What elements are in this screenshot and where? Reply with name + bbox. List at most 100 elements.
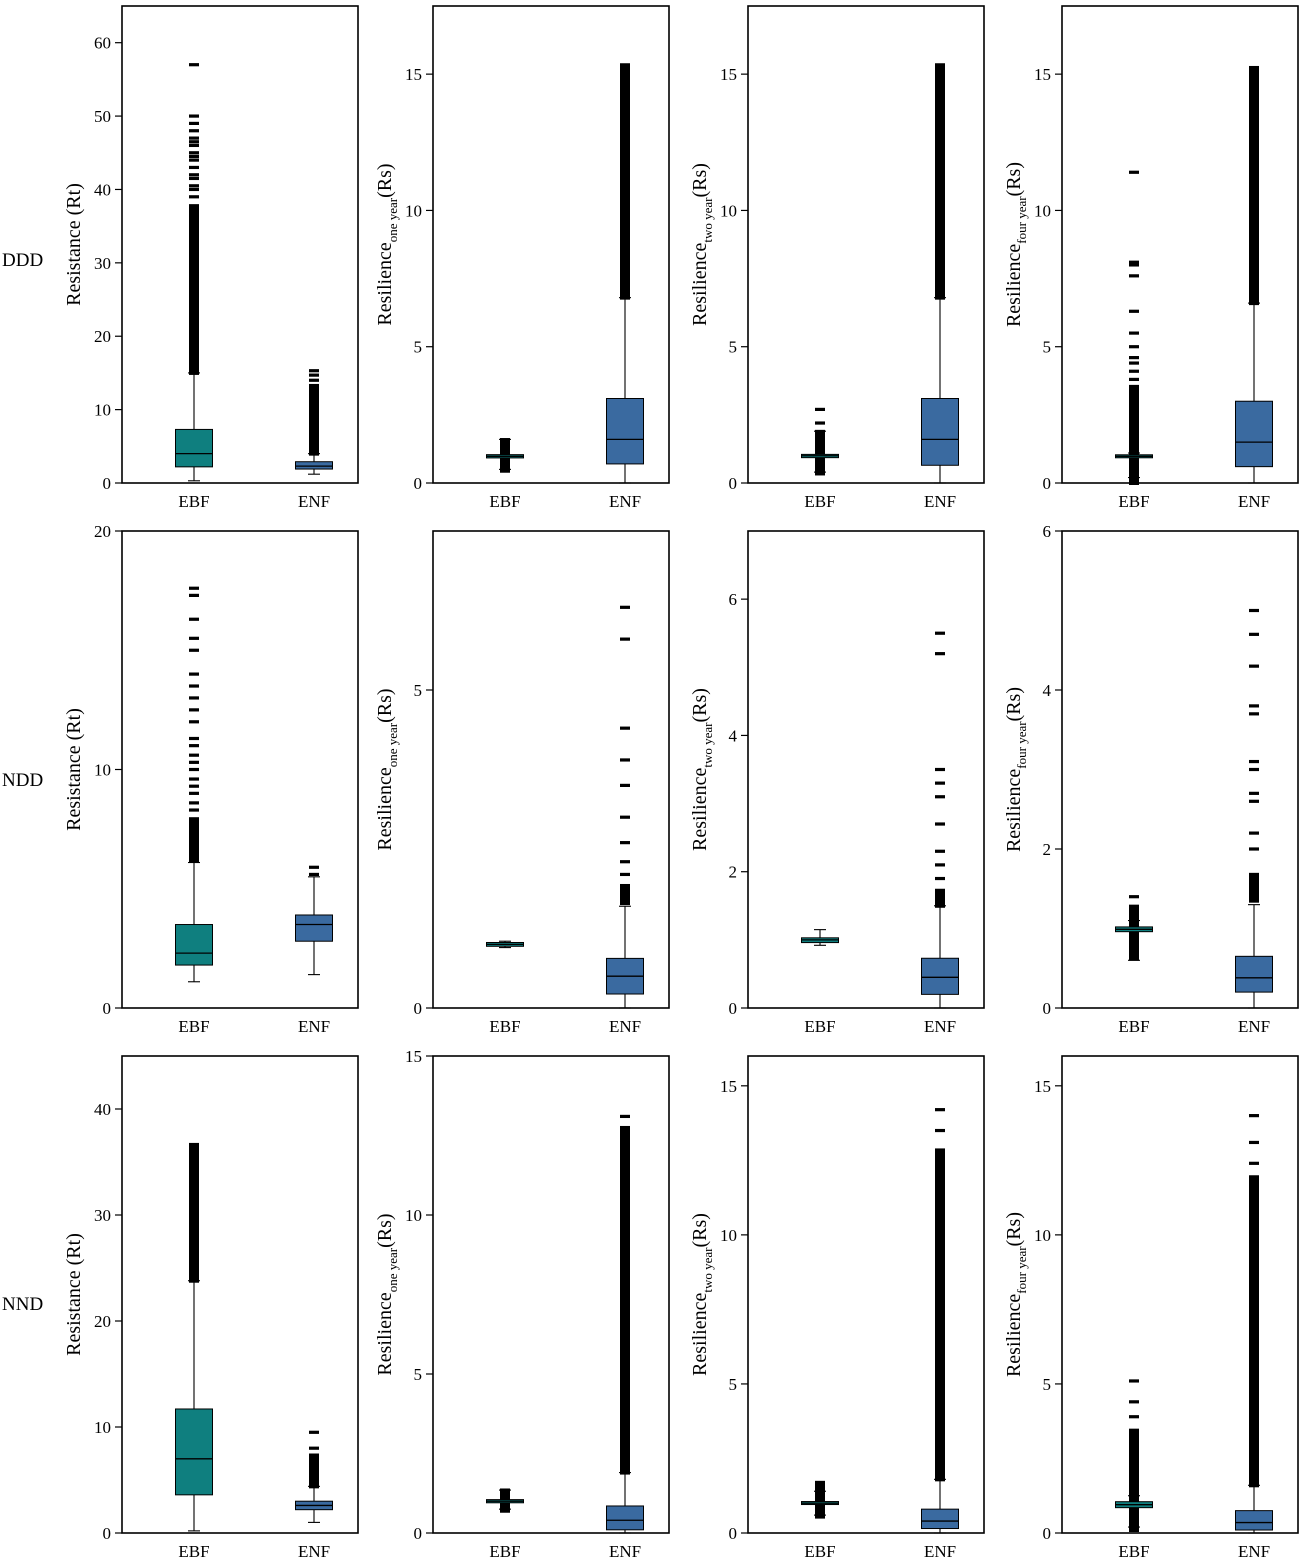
y-tick-label: 5 — [414, 681, 423, 700]
box-enf — [1235, 65, 1273, 484]
y-axis-label-unit: (Rs) — [374, 1213, 396, 1247]
outlier-band — [620, 1125, 630, 1475]
box-enf — [1235, 1114, 1273, 1534]
panel-frame — [432, 1055, 670, 1534]
y-tick-label: 6 — [1043, 522, 1052, 541]
y-tick-label: 10 — [720, 201, 737, 220]
row-label-ddd: DDD — [2, 250, 44, 271]
panel-frame — [1061, 1055, 1299, 1534]
x-category-label: EBF — [178, 1542, 209, 1558]
outlier-band — [620, 883, 630, 906]
box-iqr — [1235, 1510, 1273, 1531]
panel-frame — [747, 1055, 985, 1534]
y-axis-label: Resiliencetwo year(Rs) — [689, 1213, 715, 1376]
box-iqr — [1235, 400, 1273, 468]
box-iqr — [175, 428, 213, 468]
y-axis-label-main: Resilience — [1003, 1294, 1025, 1377]
box-ebf — [1115, 170, 1153, 485]
x-category-label: ENF — [924, 1017, 956, 1036]
box-iqr — [175, 1408, 213, 1496]
box-enf — [921, 1108, 959, 1534]
x-category-label: ENF — [609, 1017, 641, 1036]
y-axis-label: Resiliencefour year(Rs) — [1003, 162, 1029, 327]
outlier-band — [1129, 384, 1139, 485]
outlier-band — [309, 1453, 319, 1489]
box-enf — [921, 631, 959, 1009]
y-axis-label-main: Resilience — [374, 767, 396, 850]
y-axis-label-main: Resilience — [1003, 244, 1025, 327]
box-enf — [295, 369, 333, 475]
box-ebf — [486, 940, 524, 949]
y-tick-label: 0 — [414, 474, 423, 493]
y-tick-label: 0 — [414, 1524, 423, 1543]
y-axis-label-unit: (Rs) — [1003, 687, 1025, 721]
y-tick-label: 30 — [94, 254, 111, 273]
y-tick-label: 50 — [94, 107, 111, 126]
box-ebf — [175, 63, 213, 482]
x-category-label: EBF — [178, 1017, 209, 1036]
y-tick-label: 0 — [103, 474, 112, 493]
outlier-band — [189, 817, 199, 863]
y-axis-label-sub: two year — [700, 1247, 715, 1293]
y-axis-label-main: Resistance (Rt) — [63, 183, 85, 306]
y-axis-label: Resilienceone year(Rs) — [374, 688, 400, 850]
outlier-band — [309, 383, 319, 456]
y-axis-label-sub: one year — [385, 197, 400, 242]
box-iqr — [175, 924, 213, 966]
panel-frame — [1061, 530, 1299, 1009]
x-category-label: EBF — [489, 1017, 520, 1036]
box-enf — [606, 605, 644, 1009]
y-tick-label: 10 — [405, 201, 422, 220]
y-tick-label: 30 — [94, 1206, 111, 1225]
y-axis-label-sub: two year — [700, 197, 715, 243]
y-tick-label: 0 — [729, 474, 738, 493]
x-category-label: EBF — [804, 492, 835, 511]
y-tick-label: 40 — [94, 1100, 111, 1119]
box-ebf — [175, 1142, 213, 1532]
y-axis-label: Resiliencefour year(Rs) — [1003, 687, 1029, 852]
box-iqr — [295, 914, 333, 942]
y-tick-label: 60 — [94, 34, 111, 53]
x-category-label: ENF — [609, 492, 641, 511]
y-axis-label-sub: four year — [1014, 721, 1029, 769]
box-enf — [606, 63, 644, 484]
y-tick-label: 40 — [94, 180, 111, 199]
box-enf — [295, 1430, 333, 1523]
y-tick-label: 15 — [405, 1047, 422, 1066]
x-category-label: ENF — [298, 492, 330, 511]
y-tick-label: 10 — [1034, 1226, 1051, 1245]
box-ebf — [801, 407, 839, 476]
y-axis-label-main: Resilience — [689, 243, 711, 326]
outlier-band — [1249, 1175, 1259, 1488]
y-axis-label-sub: one year — [385, 1247, 400, 1292]
box-ebf — [801, 929, 839, 946]
box-ebf — [1115, 1379, 1153, 1533]
x-category-label: EBF — [489, 492, 520, 511]
y-axis-label: Resiliencetwo year(Rs) — [689, 688, 715, 851]
x-category-label: ENF — [1238, 1542, 1270, 1558]
box-ebf — [1115, 895, 1153, 961]
x-category-label: ENF — [1238, 492, 1270, 511]
y-axis-label-unit: (Rs) — [689, 1213, 711, 1247]
y-axis-label: Resistance (Rt) — [63, 1233, 85, 1356]
outlier-band — [1249, 65, 1259, 306]
y-axis-label: Resiliencefour year(Rs) — [1003, 1212, 1029, 1377]
y-tick-label: 5 — [729, 338, 738, 357]
x-category-label: EBF — [178, 492, 209, 511]
outlier-band — [935, 1148, 945, 1482]
box-iqr — [921, 398, 959, 466]
outlier-band — [620, 63, 630, 300]
y-tick-label: 15 — [720, 1077, 737, 1096]
row-label-ndd: NDD — [2, 770, 44, 791]
y-tick-label: 15 — [1034, 65, 1051, 84]
x-category-label: ENF — [298, 1017, 330, 1036]
box-iqr — [1235, 955, 1273, 993]
y-axis-label-main: Resilience — [374, 242, 396, 325]
panel-frame — [121, 1055, 359, 1534]
y-tick-label: 20 — [94, 1312, 111, 1331]
